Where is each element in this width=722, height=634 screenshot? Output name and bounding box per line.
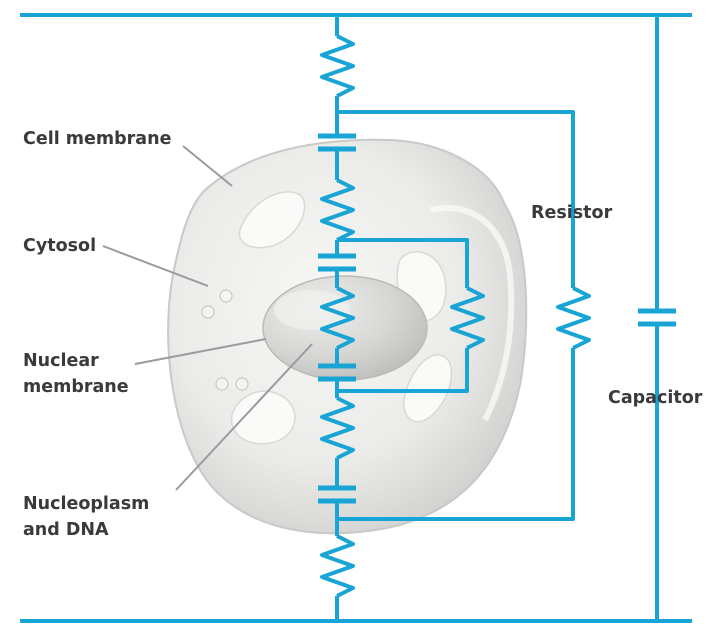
vesicle: [403, 354, 453, 423]
main-resistor-5: [320, 534, 355, 598]
leader-nucleoplasm: [175, 343, 313, 491]
outer-branch-wire: [337, 348, 575, 521]
vesicle: [231, 390, 296, 445]
label-cell-membrane: Cell membrane: [23, 129, 172, 149]
label-nuclear-membrane-line2: membrane: [23, 377, 129, 397]
main-resistor-3: [320, 286, 355, 350]
inner-branch-wire: [337, 348, 469, 393]
cell-rim-highlight: [429, 204, 515, 422]
circuit: [20, 13, 692, 623]
label-resistor: Resistor: [531, 203, 613, 223]
leader-cytosol: [102, 245, 209, 287]
main-resistor-2: [320, 178, 355, 242]
main-resistor-1: [320, 34, 355, 98]
label-cytosol: Cytosol: [23, 236, 97, 256]
cytosol-dot: [201, 305, 215, 319]
outer-branch-wire: [337, 110, 575, 288]
cytosol-dot: [215, 377, 229, 391]
label-nucleoplasm-line2: and DNA: [23, 520, 109, 540]
leader-cell-membrane: [182, 145, 233, 187]
cytosol-dot: [235, 377, 249, 391]
label-nucleoplasm-line1: Nucleoplasm: [23, 494, 150, 514]
inner-branch-wire: [337, 238, 469, 288]
outer-branch-resistor: [556, 286, 591, 350]
vesicle: [238, 191, 306, 249]
main-resistor-4: [320, 396, 355, 460]
label-capacitor: Capacitor: [608, 388, 703, 408]
cytosol-dot: [219, 289, 233, 303]
nucleus-highlight: [274, 290, 350, 330]
label-nuclear-membrane-line1: Nuclear: [23, 351, 99, 371]
leader-lines: [102, 145, 313, 491]
leader-nuclear-membrane: [134, 338, 267, 365]
inner-branch-resistor: [450, 286, 485, 350]
